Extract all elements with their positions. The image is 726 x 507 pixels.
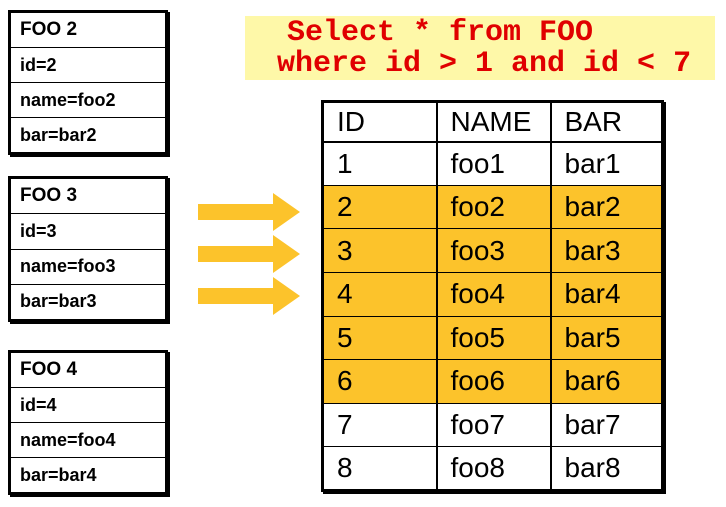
sql-query-line-2: where id > 1 and id < 7	[277, 47, 692, 81]
cell-id: 8	[337, 452, 353, 484]
cell-bar: bar1	[549, 141, 663, 186]
sql-query-line-1: Select * from FOO	[287, 16, 594, 50]
table-row: 4 foo4 bar4	[322, 272, 663, 316]
entity-field-bar: bar=bar2	[11, 117, 165, 152]
cell-bar: bar3	[549, 228, 663, 273]
cell-bar: bar4	[549, 272, 663, 316]
cell-bar: bar6	[549, 359, 663, 404]
entity-box-foo2: FOO 2 id=2 name=foo2 bar=bar2	[8, 10, 168, 155]
result-table: ID NAME BAR 1 foo1 bar1 2 foo2 bar2 3 fo…	[321, 100, 664, 492]
entity-field-name: name=foo3	[11, 248, 165, 284]
table-row: 8 foo8 bar8	[322, 446, 663, 491]
table-row: 2 foo2 bar2	[322, 185, 663, 229]
entity-field-id: id=3	[11, 213, 165, 248]
cell-id: 3	[337, 234, 353, 266]
entity-box-foo3: FOO 3 id=3 name=foo3 bar=bar3	[8, 176, 168, 322]
cell-name: foo8	[435, 446, 551, 491]
header-cell-name: NAME	[435, 101, 551, 143]
entity-field-name: name=foo2	[11, 82, 165, 117]
table-header-row: ID NAME BAR	[322, 101, 663, 143]
arrow-right-icon	[198, 193, 300, 231]
entity-field-name: name=foo4	[11, 422, 165, 457]
entity-box-foo4: FOO 4 id=4 name=foo4 bar=bar4	[8, 350, 168, 495]
entity-field-bar: bar=bar3	[11, 283, 165, 319]
cell-name: foo5	[435, 316, 551, 360]
cell-id: 6	[337, 365, 353, 397]
entity-title: FOO 2	[20, 19, 78, 40]
sql-query-callout: Select * from FOO where id > 1 and id < …	[245, 16, 715, 80]
header-cell-id: ID	[322, 101, 437, 143]
table-row: 7 foo7 bar7	[322, 403, 663, 447]
entity-title: FOO 3	[20, 185, 78, 207]
table-row: 1 foo1 bar1	[323, 141, 663, 186]
cell-name: foo2	[435, 185, 551, 229]
cell-name: foo7	[435, 403, 551, 447]
cell-name: foo1	[435, 141, 551, 186]
entity-field-id: id=4	[11, 387, 165, 422]
entity-field-bar: bar=bar4	[11, 457, 165, 492]
cell-bar: bar7	[549, 403, 663, 447]
cell-name: foo3	[435, 228, 551, 273]
table-row: 6 foo6 bar6	[322, 359, 663, 404]
arrow-right-icon	[198, 235, 300, 273]
entity-title: FOO 4	[20, 359, 78, 380]
cell-name: foo4	[435, 272, 551, 316]
cell-bar: bar8	[549, 446, 663, 491]
cell-id: 1	[337, 147, 353, 179]
header-cell-bar: BAR	[549, 101, 663, 143]
table-row: 5 foo5 bar5	[322, 316, 663, 360]
cell-name: foo6	[435, 359, 551, 404]
table-row: 3 foo3 bar3	[322, 228, 663, 273]
cell-bar: bar5	[549, 316, 663, 360]
cell-id: 4	[337, 278, 353, 310]
entity-field-id: id=2	[11, 47, 165, 82]
cell-id: 7	[337, 409, 353, 441]
arrow-right-icon	[198, 277, 300, 315]
cell-id: 5	[337, 321, 353, 353]
cell-id: 2	[337, 190, 353, 222]
cell-bar: bar2	[549, 185, 663, 229]
